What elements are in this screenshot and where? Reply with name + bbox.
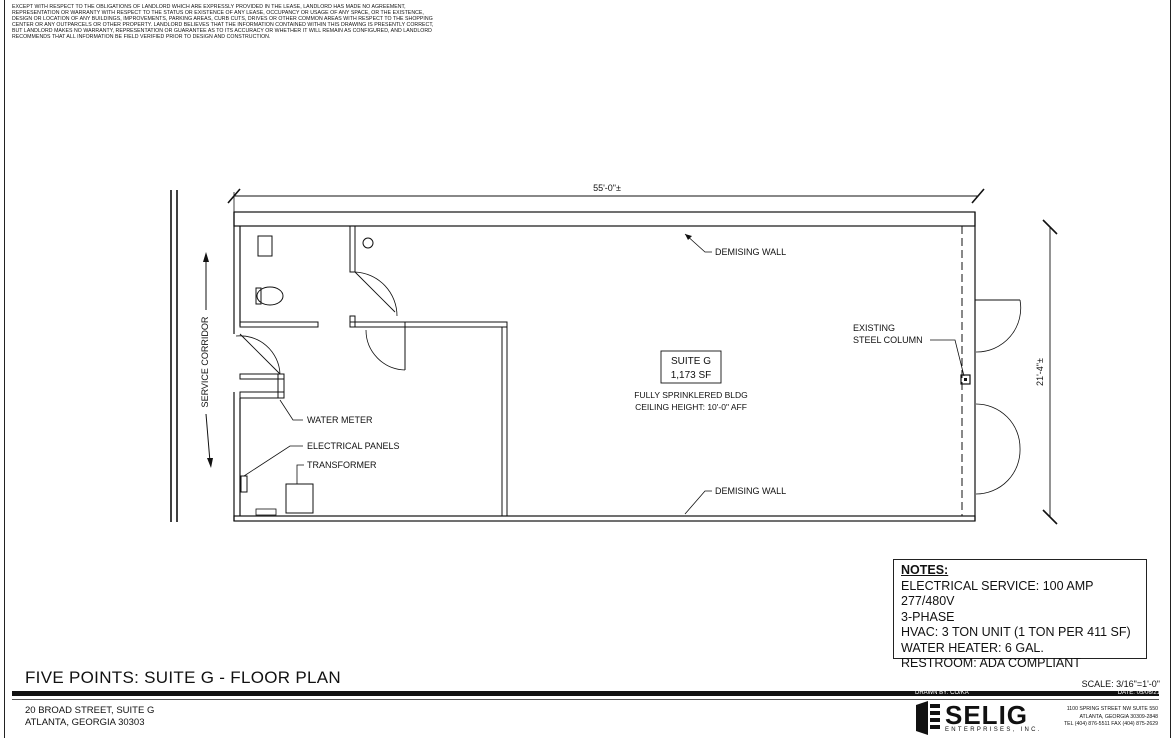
notes-box: NOTES: ELECTRICAL SERVICE: 100 AMP 277/4… (893, 559, 1147, 670)
leader-line (684, 490, 712, 515)
dim-tick (1042, 219, 1058, 235)
equipment-pad (255, 508, 277, 516)
leader-line (243, 445, 303, 477)
electrical-panels-label: ELECTRICAL PANELS (307, 441, 400, 451)
arrow-head-icon (207, 458, 213, 468)
water-meter-label: WATER METER (307, 415, 373, 425)
restroom-wall (349, 321, 406, 328)
drawing-title: FIVE POINTS: SUITE G - FLOOR PLAN (25, 668, 341, 687)
restroom-door (354, 271, 396, 313)
door-swing-arc (354, 271, 398, 317)
sink-icon (257, 235, 273, 257)
depth-dimension-label: 21'-4"± (1035, 358, 1045, 386)
note-line: RESTROOM: ADA COMPLIANT (901, 656, 1081, 670)
leader-line (684, 233, 712, 253)
arrow-head-icon (685, 234, 692, 240)
dim-tick (971, 188, 985, 204)
toilet-tank-icon (255, 287, 262, 305)
steel-column-icon (960, 374, 971, 385)
demising-wall-bottom-label: DEMISING WALL (715, 486, 786, 496)
top-demising-wall (233, 211, 976, 227)
note-line: WATER HEATER: 6 GAL. (901, 640, 1044, 655)
selig-logo-icon (916, 701, 940, 735)
door-swing-arc (235, 335, 281, 375)
interior-wall (239, 391, 285, 399)
note-line: ELECTRICAL SERVICE: 100 AMP 277/480V (901, 578, 1094, 609)
title-block-rule-thin (12, 699, 1159, 700)
width-dimension-label: 55'-0"± (593, 183, 621, 193)
door-swing-arc (975, 447, 1021, 495)
company-subtitle: ENTERPRISES, INC. (945, 727, 1042, 733)
transformer-icon (285, 483, 314, 514)
note-line: 3-PHASE (901, 609, 955, 624)
suite-name: SUITE G (671, 356, 711, 367)
door-swing-arc (975, 299, 1022, 353)
suite-label-box (660, 350, 722, 384)
steel-column-label-1: EXISTING (853, 323, 895, 333)
steel-column-label-2: STEEL COLUMN (853, 335, 923, 345)
company-address: 1100 SPRING STREET NW SUITE 550 ATLANTA,… (1040, 706, 1158, 729)
company-name: SELIG (945, 700, 1029, 730)
dim-tick (1042, 509, 1058, 525)
toilet-icon (256, 286, 284, 306)
corridor-arrow (205, 413, 211, 463)
restroom-wall (349, 225, 356, 273)
company-address-line: ATLANTA, GEORGIA 30309-2848 (1079, 713, 1158, 720)
corridor-door (239, 333, 281, 375)
restroom-wall (239, 321, 319, 328)
company-address-line: TEL (404) 876-5511 FAX (404) 875-2629 (1063, 721, 1158, 727)
sprinkler-note: FULLY SPRINKLERED BLDG (634, 390, 748, 400)
transformer-label: TRANSFORMER (307, 460, 377, 470)
interior-wall (239, 373, 285, 380)
property-address: 20 BROAD STREET, SUITE G ATLANTA, GEORGI… (25, 705, 154, 729)
address-line: 20 BROAD STREET, SUITE G (25, 705, 155, 716)
title-block-rule (12, 691, 1159, 696)
sheet-frame (4, 0, 1171, 738)
company-address-line: 1100 SPRING STREET NW SUITE 550 (1066, 706, 1158, 712)
demising-wall-top-label: DEMISING WALL (715, 247, 786, 257)
notes-heading: NOTES: (901, 563, 949, 577)
floor-drain-icon (362, 237, 374, 249)
service-corridor-label: SERVICE CORRIDOR (200, 316, 210, 407)
disclaimer-text: EXCEPT WITH RESPECT TO THE OBLIGATIONS O… (12, 4, 434, 41)
suite-area: 1,173 SF (671, 370, 712, 381)
drawn-by-label: DRAWN BY: CO/KA (915, 690, 969, 696)
door-swing-arc (975, 403, 1021, 449)
steel-column-core (964, 378, 967, 381)
interior-wall (277, 373, 285, 399)
electrical-panel-icon (240, 475, 248, 493)
back-room-wall (404, 321, 508, 328)
door-swing-arc (365, 329, 406, 371)
back-room-wall (501, 326, 508, 517)
arrow-head-icon (203, 252, 209, 262)
date-label: DATE: 05/06/21 (1117, 690, 1160, 696)
leader-line (279, 399, 303, 421)
scale-label: SCALE: 3/16"=1'-0" (1081, 679, 1160, 689)
note-line: HVAC: 3 TON UNIT (1 TON PER 411 SF) (901, 625, 1131, 639)
ceiling-height-note: CEILING HEIGHT: 10'-0" AFF (635, 402, 747, 412)
leader-line (930, 339, 965, 377)
address-line: ATLANTA, GEORGIA 30303 (25, 717, 145, 728)
leader-line (296, 464, 304, 484)
bottom-demising-wall (233, 515, 976, 522)
